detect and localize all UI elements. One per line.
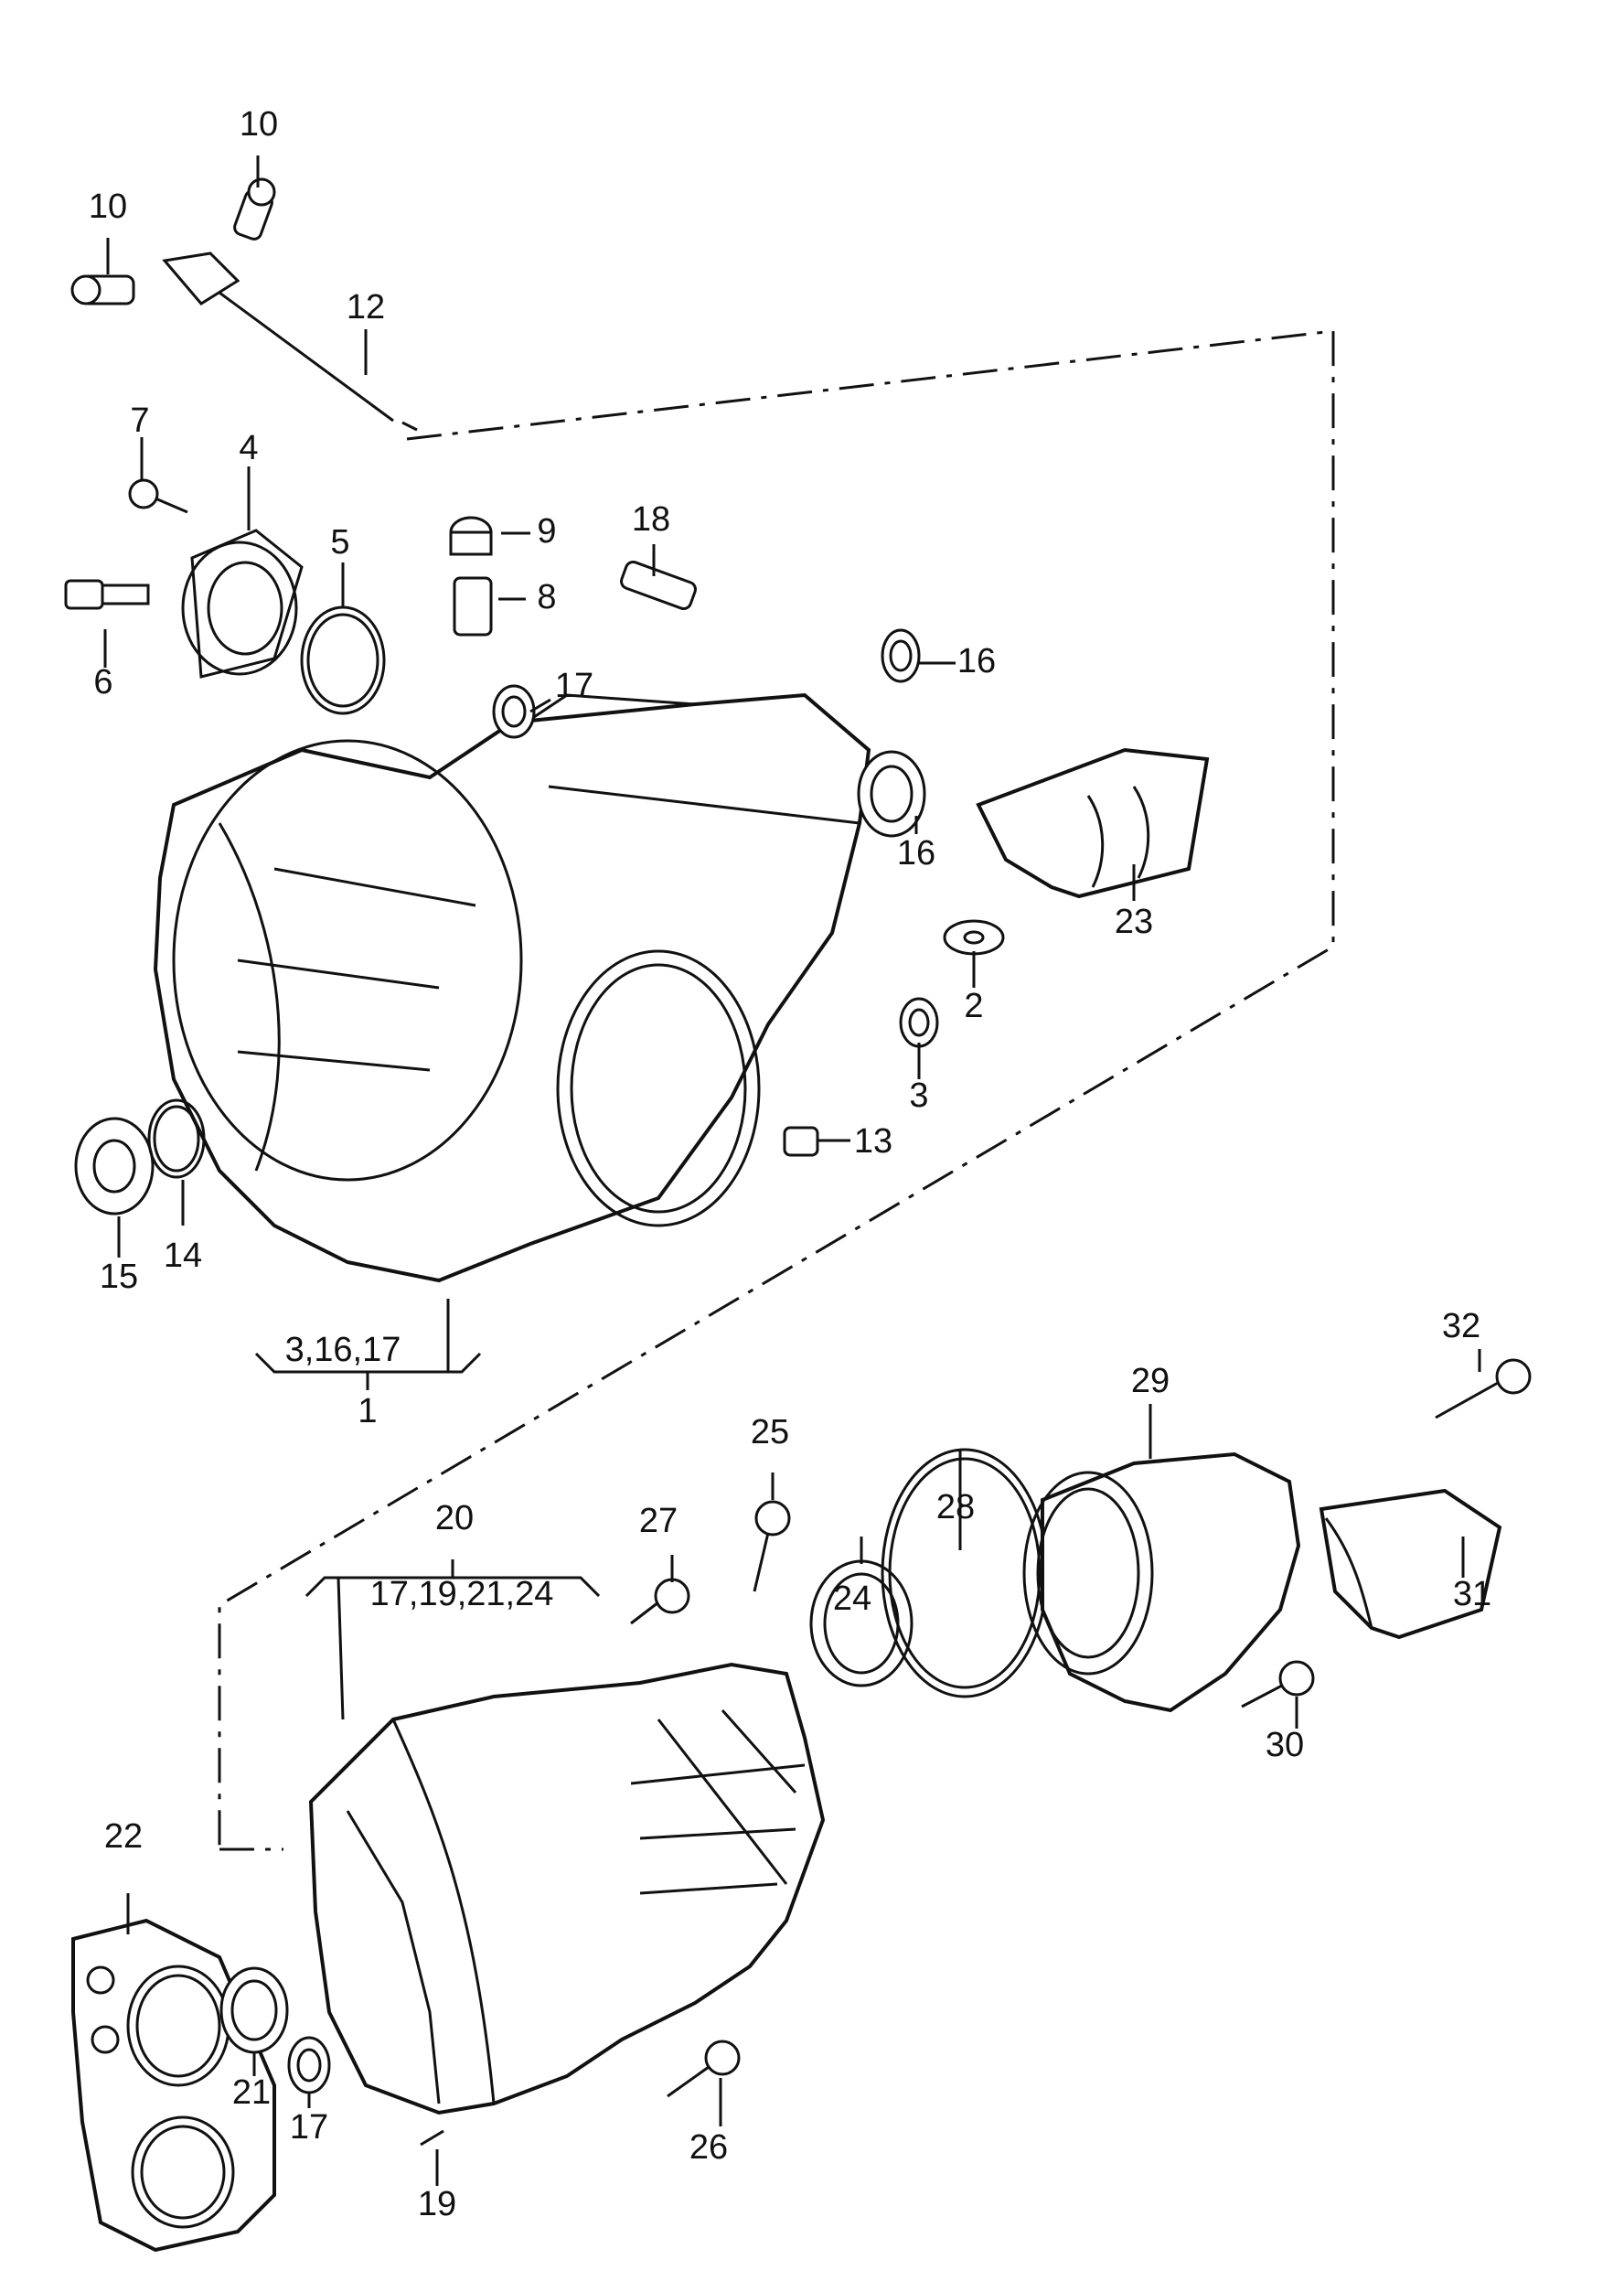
callout-24: 24 — [833, 1580, 871, 1618]
callout-20: 20 — [435, 1499, 474, 1537]
part-gasket-28 — [881, 1448, 1049, 1698]
part-washer-2 — [943, 919, 1005, 956]
part-gearbox-housing — [308, 1662, 826, 2115]
callout-27: 27 — [639, 1502, 678, 1540]
callout-9: 9 — [537, 512, 556, 551]
part-cap-upper — [233, 177, 276, 241]
part-sleeve-8 — [453, 576, 493, 637]
callout-2: 2 — [964, 987, 983, 1025]
callout-23: 23 — [1115, 903, 1153, 941]
callout-21: 21 — [232, 2073, 271, 2112]
callout-7: 7 — [130, 402, 149, 440]
callout-22: 22 — [104, 1817, 143, 1856]
part-bearing-16-upper — [881, 628, 921, 683]
part-clutch-housing — [153, 692, 871, 1283]
bracket-20 — [304, 1559, 601, 1720]
part-plug-13 — [783, 1126, 819, 1157]
callout-19: 19 — [418, 2185, 456, 2223]
part-bearing-3 — [899, 997, 939, 1048]
bracket-1 — [254, 1299, 482, 1390]
callout-32: 32 — [1442, 1307, 1480, 1345]
callout-8: 8 — [537, 578, 556, 616]
callout-4: 4 — [239, 429, 258, 467]
part-ring-14 — [147, 1098, 206, 1179]
callout-5: 5 — [330, 523, 349, 562]
part-gasket-ring-5 — [300, 605, 386, 715]
part-release-cylinder — [181, 529, 304, 679]
callout-labels: 10 10 12 7 4 5 6 9 8 18 17 16 16 23 2 3 … — [89, 105, 1491, 2223]
callout-3: 3 — [909, 1076, 928, 1115]
callout-16-lower: 16 — [897, 834, 935, 873]
part-extension-housing-29 — [1022, 1451, 1301, 1713]
callout-25: 25 — [751, 1413, 789, 1451]
part-bolt-7 — [128, 478, 188, 514]
part-pin-19 — [420, 2129, 444, 2147]
part-bearing-16-lower — [857, 750, 926, 838]
callout-12: 12 — [347, 288, 385, 327]
callout-6: 6 — [93, 663, 112, 701]
part-plug-9 — [449, 516, 493, 556]
part-heat-shield-31 — [1319, 1488, 1502, 1640]
callout-13: 13 — [854, 1122, 892, 1161]
callout-26: 26 — [689, 2128, 728, 2167]
callout-29: 29 — [1131, 1362, 1170, 1400]
callout-18: 18 — [632, 500, 670, 539]
callout-14: 14 — [164, 1237, 202, 1275]
callout-15: 15 — [100, 1258, 138, 1296]
callout-31: 31 — [1453, 1575, 1491, 1613]
part-cap-left — [70, 274, 135, 305]
callout-30: 30 — [1266, 1726, 1304, 1764]
part-heat-shield-23 — [976, 747, 1210, 899]
part-bolt-27 — [630, 1578, 690, 1625]
callout-17-lower: 17 — [290, 2108, 328, 2147]
callout-17-upper: 17 — [555, 667, 593, 705]
part-bearing-21 — [219, 1966, 289, 2054]
callout-28: 28 — [936, 1488, 975, 1526]
part-pin-18 — [620, 560, 697, 611]
callout-10-top: 10 — [240, 105, 278, 144]
callout-20-sublabel: 17,19,21,24 — [370, 1575, 554, 1613]
callout-10-left: 10 — [89, 187, 127, 226]
part-bearing-17-upper — [492, 684, 536, 739]
assembly-outline-upper — [218, 329, 1335, 1849]
part-sensor-6 — [64, 579, 150, 610]
part-bolt-32 — [1435, 1358, 1532, 1419]
part-bolt-26 — [667, 2040, 741, 2098]
callout-1: 1 — [358, 1392, 377, 1430]
part-bolt-25 — [753, 1500, 791, 1592]
callout-16-upper: 16 — [957, 642, 996, 680]
callout-1-sublabel: 3,16,17 — [285, 1331, 401, 1369]
part-bolt-30 — [1241, 1660, 1315, 1708]
part-shift-shaft — [162, 252, 418, 432]
part-seal-15 — [74, 1117, 155, 1215]
part-bearing-17-lower — [287, 2036, 331, 2094]
leader-lines — [103, 155, 1481, 2186]
